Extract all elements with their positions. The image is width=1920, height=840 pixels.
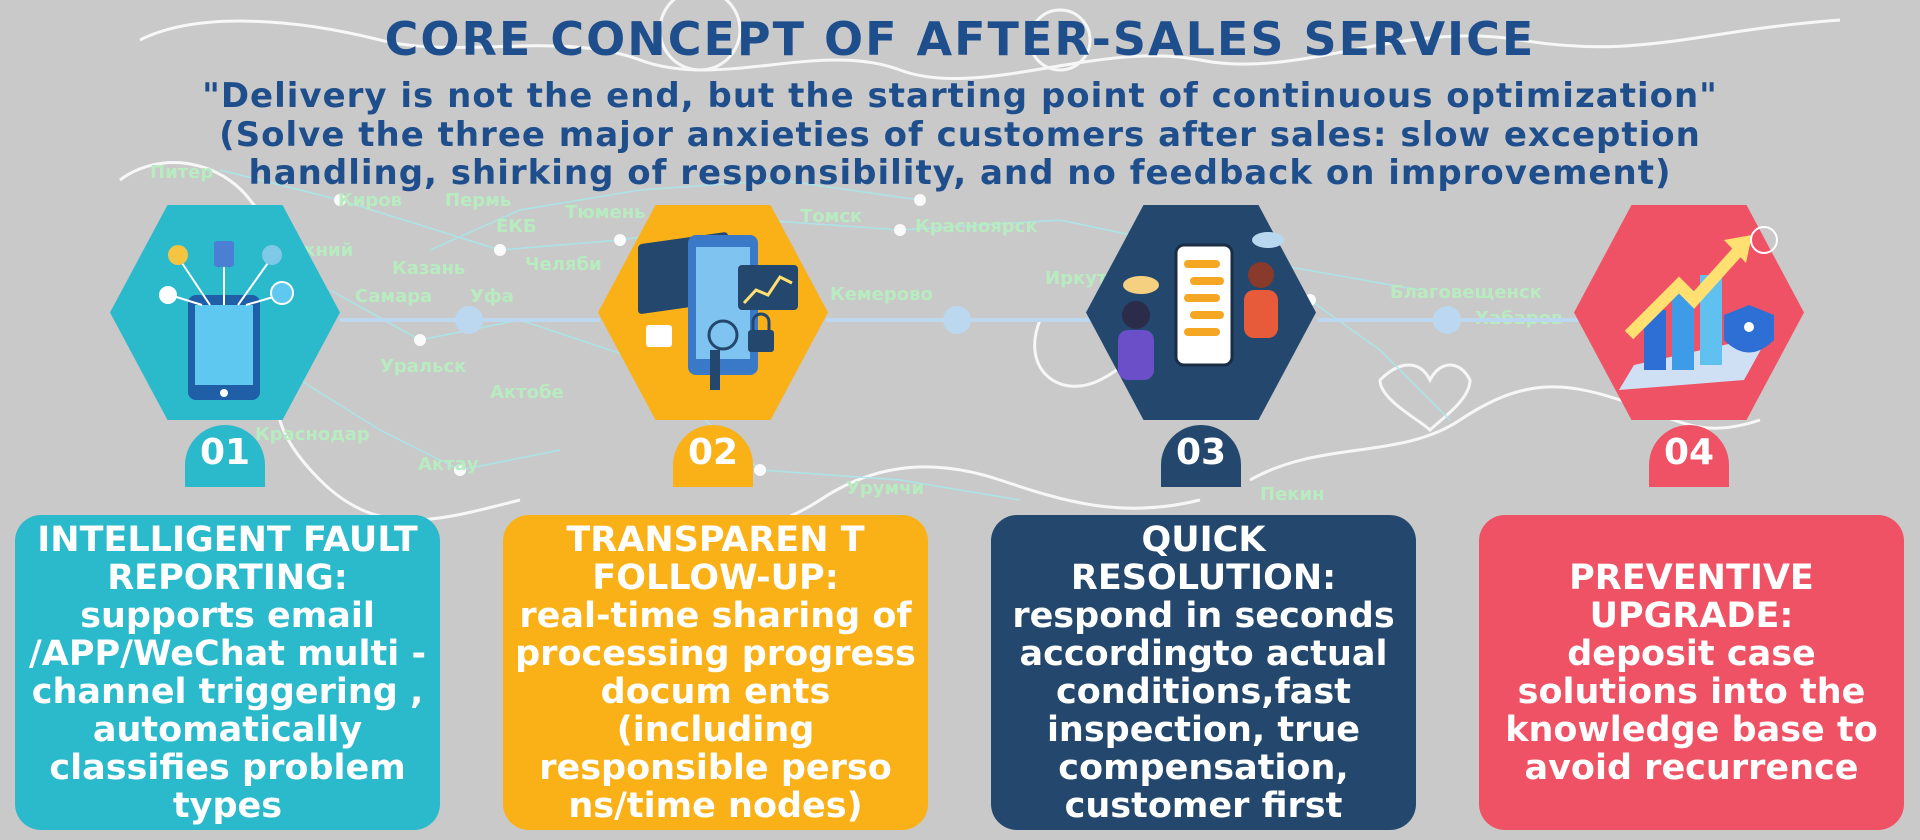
step-4-number-tab bbox=[1649, 425, 1729, 487]
chat-support-icon bbox=[1118, 232, 1284, 380]
step-4-card: PREVENTIVE UPGRADE: deposit case solutio… bbox=[1479, 515, 1904, 830]
mobile-network-icon bbox=[159, 241, 294, 400]
svg-text:Актобе: Актобе bbox=[490, 382, 564, 403]
svg-text:Кемерово: Кемерово bbox=[830, 284, 933, 305]
growth-chart-icon bbox=[1619, 226, 1778, 390]
step-3: 03 QUICK RESOLUTION: respond in seconds … bbox=[976, 205, 1416, 830]
step-4-number: 04 bbox=[1663, 432, 1715, 473]
step-3-number: 03 bbox=[1175, 432, 1227, 473]
connector-dot-2 bbox=[943, 306, 971, 334]
security-dashboard-icon bbox=[638, 232, 798, 390]
svg-text:Казань: Казань bbox=[392, 258, 465, 279]
step-1-number-tab bbox=[185, 425, 265, 487]
svg-text:Уфа: Уфа bbox=[470, 286, 514, 307]
svg-text:Красноярск: Красноярск bbox=[915, 216, 1038, 237]
step-2: 02 TRANSPAREN T FOLLOW-UP: real-time sha… bbox=[488, 205, 928, 830]
connector-dot-3 bbox=[1433, 306, 1461, 334]
svg-text:Благовещенск: Благовещенск bbox=[1390, 282, 1542, 303]
svg-text:Пекин: Пекин bbox=[1260, 484, 1325, 505]
page-note: (Solve the three major anxieties of cust… bbox=[219, 115, 1701, 193]
step-1-card: INTELLIGENT FAULT REPORTING: supports em… bbox=[15, 515, 440, 830]
step-1-number: 01 bbox=[199, 432, 251, 473]
step-2-number-tab bbox=[673, 425, 753, 487]
svg-text:Питер: Питер bbox=[150, 162, 213, 183]
svg-text:Уральск: Уральск bbox=[380, 356, 466, 377]
step-3-number-tab bbox=[1161, 425, 1241, 487]
svg-text:Урумчи: Урумчи bbox=[846, 478, 924, 499]
step-3-card: QUICK RESOLUTION: respond in seconds acc… bbox=[991, 515, 1416, 830]
svg-text:Краснодар: Краснодар bbox=[255, 424, 370, 445]
svg-text:Самара: Самара bbox=[355, 286, 432, 307]
step-2-number: 02 bbox=[687, 432, 739, 473]
svg-text:Тюмень: Тюмень bbox=[565, 202, 646, 223]
page-title: CORE CONCEPT OF AFTER-SALES SERVICE bbox=[384, 12, 1536, 66]
step-1: 01 INTELLIGENT FAULT REPORTING: supports… bbox=[0, 205, 440, 830]
svg-text:Пермь: Пермь bbox=[445, 190, 511, 211]
svg-text:Актау: Актау bbox=[418, 454, 479, 475]
connector-dot-1 bbox=[455, 306, 483, 334]
svg-text:ЕКБ: ЕКБ bbox=[496, 216, 537, 237]
step-2-card: TRANSPAREN T FOLLOW-UP: real-time sharin… bbox=[503, 515, 928, 830]
step-4: 04 PREVENTIVE UPGRADE: deposit case solu… bbox=[1464, 205, 1904, 830]
svg-text:Киров: Киров bbox=[338, 190, 402, 211]
page-subtitle: "Delivery is not the end, but the starti… bbox=[202, 76, 1718, 116]
svg-text:Томск: Томск bbox=[800, 206, 862, 227]
svg-text:Челяби: Челяби bbox=[525, 254, 602, 275]
